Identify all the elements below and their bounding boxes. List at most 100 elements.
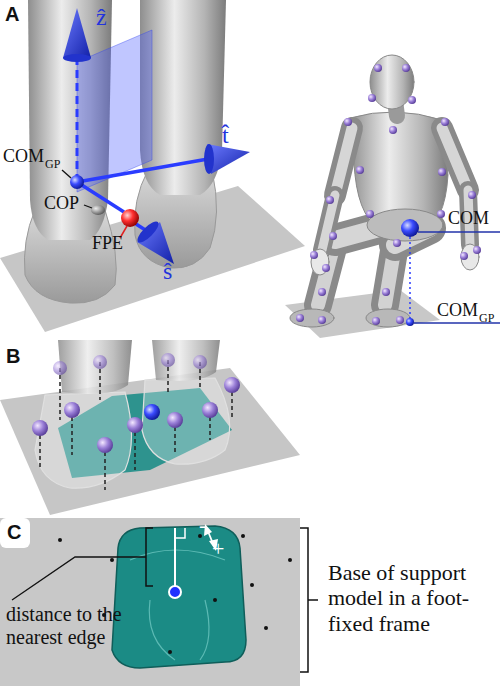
point-label: COM — [448, 208, 489, 229]
distance-indicator — [169, 586, 181, 598]
annotation-text: Base of support model in a foot-fixed fr… — [328, 560, 500, 636]
sign-label: + — [212, 536, 224, 561]
base-of-support-model — [112, 526, 246, 668]
human-model — [442, 128, 468, 190]
motion-markers — [329, 232, 337, 240]
human-model — [366, 309, 410, 327]
motion-markers — [356, 166, 364, 174]
motion-markers — [389, 126, 397, 134]
motion-markers — [318, 316, 326, 324]
foot-markers — [32, 353, 240, 453]
translucent-feet — [142, 378, 230, 464]
human-model — [442, 128, 468, 190]
motion-markers — [468, 191, 476, 199]
motion-markers — [318, 288, 326, 296]
z-axis — [63, 8, 91, 182]
com-marker — [409, 237, 411, 320]
motion-markers — [460, 252, 468, 260]
foot-markers — [53, 361, 67, 375]
axis-label: ŝ — [163, 258, 172, 286]
z-axis — [63, 8, 91, 58]
z-axis — [76, 60, 79, 182]
marker-dots — [241, 534, 245, 538]
axis-label: ẑ — [96, 4, 107, 32]
motion-markers — [374, 64, 382, 72]
foot-markers — [144, 404, 160, 420]
distance-indicator — [12, 528, 185, 600]
motion-markers — [402, 64, 410, 72]
cop-marker — [84, 205, 92, 208]
motion-markers — [437, 210, 445, 218]
com-marker — [406, 318, 414, 326]
human-model — [322, 195, 335, 250]
com-gp-marker — [70, 175, 84, 189]
fpe-marker — [121, 209, 139, 227]
foot-markers — [32, 353, 240, 490]
t-axis — [77, 159, 208, 182]
translucent-feet — [35, 392, 132, 488]
marker-dots — [213, 598, 217, 602]
human-model — [322, 195, 335, 250]
motion-markers — [296, 64, 481, 325]
point-label: COM — [3, 146, 44, 167]
distance-indicator — [146, 528, 153, 586]
distance-indicator — [174, 528, 176, 586]
translucent-feet — [58, 340, 132, 394]
com-gp-marker — [62, 170, 84, 189]
s-axis — [77, 182, 174, 264]
motion-markers — [441, 118, 449, 126]
panel-letter: A — [5, 3, 19, 26]
marker-dots — [110, 558, 114, 562]
marker-dots — [58, 538, 62, 542]
foot-markers — [127, 417, 143, 433]
motion-markers — [322, 264, 330, 272]
annotation-text: distance to the nearest edge — [6, 603, 166, 649]
panel-letter: B — [6, 345, 20, 368]
distance-indicator — [12, 557, 146, 600]
z-axis — [63, 54, 91, 62]
foot-markers — [93, 355, 107, 369]
com-marker — [401, 219, 419, 237]
base-of-support-model — [149, 600, 175, 660]
motion-markers — [326, 196, 334, 204]
s-axis — [135, 219, 162, 246]
motion-markers — [366, 210, 374, 218]
panel-c-ground — [0, 518, 300, 686]
base-of-support-model — [200, 600, 209, 660]
human-model — [370, 55, 414, 109]
t-axis — [77, 144, 250, 182]
motion-markers — [393, 239, 401, 247]
foot-markers — [32, 420, 48, 436]
subscript: GP — [45, 158, 60, 172]
com-gp-marker — [62, 170, 71, 178]
motion-markers — [372, 317, 380, 325]
translucent-feet — [35, 340, 230, 488]
bracket — [300, 528, 308, 672]
motion-markers — [368, 94, 376, 102]
com-marker — [401, 219, 500, 326]
base-of-support-model — [130, 550, 225, 560]
base-of-support-model — [112, 526, 246, 668]
foot-markers — [64, 402, 80, 418]
motion-markers — [310, 251, 318, 259]
panel-letter: C — [7, 521, 21, 544]
foot-markers — [97, 437, 113, 453]
foot-markers — [224, 377, 240, 393]
human-model — [311, 249, 329, 275]
panel-c-ground — [0, 518, 30, 548]
panel-b-floor — [0, 368, 300, 515]
axis-label: t̂ — [222, 122, 229, 150]
foot-markers — [59, 368, 61, 420]
foot-markers — [193, 355, 207, 369]
distance-indicator — [175, 528, 185, 538]
com-marker — [418, 231, 500, 232]
marker-dots — [168, 650, 172, 654]
bracket — [300, 528, 318, 672]
marker-dots — [264, 626, 268, 630]
cop-marker — [84, 205, 105, 215]
motion-markers — [408, 96, 416, 104]
marker-dots — [250, 583, 254, 587]
bracket — [308, 599, 318, 601]
translucent-feet — [152, 340, 220, 381]
